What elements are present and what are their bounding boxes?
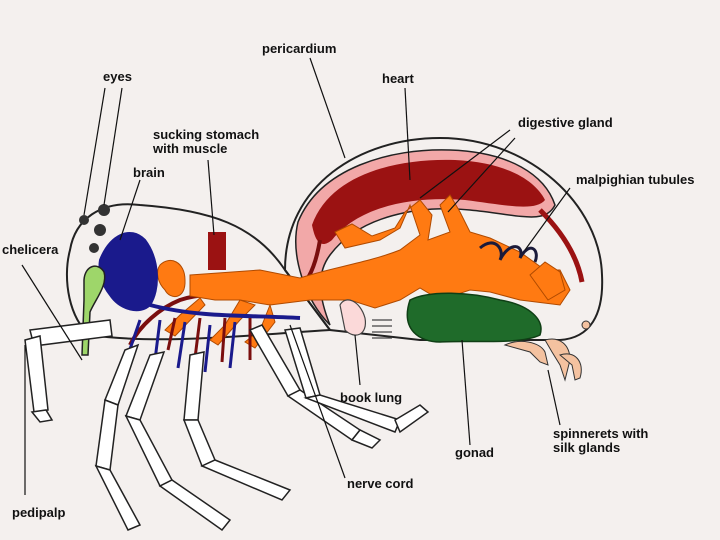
eyes-label: eyes <box>103 69 132 84</box>
sucking-stomach-label-line2: with muscle <box>153 141 228 156</box>
nervous-system <box>98 231 301 373</box>
gonad-label: gonad <box>455 445 494 460</box>
heart-posterior-vessel <box>538 208 585 283</box>
digestive-gland-label: digestive gland <box>518 115 613 130</box>
spinnerets-shape <box>503 320 591 382</box>
gonad-shape <box>406 292 542 343</box>
book-lung-label: book lung <box>340 390 403 405</box>
book-lung-shape <box>339 299 392 339</box>
digestive-system <box>157 194 571 349</box>
chelicera-label: chelicera <box>2 242 59 257</box>
malpighian-tubules-shape <box>479 241 538 263</box>
heart-shape <box>312 159 545 245</box>
abdomen-outline <box>283 136 604 341</box>
sucking-stomach-muscle <box>208 232 226 270</box>
pericardium-label: pericardium <box>262 41 337 56</box>
spinnerets-label-line1: spinnerets with <box>553 426 649 441</box>
legs <box>24 319 430 532</box>
spinnerets-label-line2: silk glands <box>553 440 621 455</box>
eye-cluster <box>79 204 110 253</box>
pedipalp-label: pedipalp <box>12 505 66 520</box>
brain-label: brain <box>133 165 165 180</box>
label-pointer-lines <box>21 57 571 495</box>
malpighian-tubules-label: malpighian tubules <box>576 172 695 187</box>
nerve-cord-label: nerve cord <box>347 476 414 491</box>
sucking-stomach-label-line1: sucking stomach <box>153 127 260 142</box>
red-artery-branches <box>166 317 252 363</box>
heart-label: heart <box>382 71 414 86</box>
